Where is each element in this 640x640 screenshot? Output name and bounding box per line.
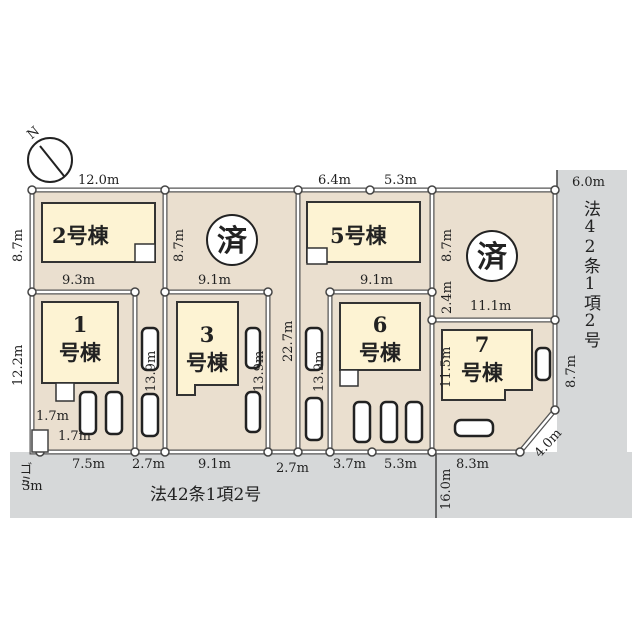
car-icon <box>304 396 324 442</box>
dim-label: 6.4m <box>318 173 351 188</box>
dim-label: 9.1m <box>198 273 231 288</box>
north-compass-icon: N <box>24 124 73 183</box>
building-5 <box>306 201 421 263</box>
dim-label: 13.9m <box>252 351 267 392</box>
dim-label: 12.2m <box>11 345 26 386</box>
dim-label: 13.9m <box>144 351 159 392</box>
dim-label: 22.7m <box>281 321 296 362</box>
car-icon <box>453 418 495 438</box>
building-1-label: 号棟 <box>59 340 102 365</box>
dim-label: 5.3m <box>384 457 417 472</box>
sold-mark-right <box>466 230 518 282</box>
building-3-number: 3 <box>200 322 215 347</box>
building-5-label: 5号棟 <box>330 223 388 248</box>
parking-cars <box>78 326 552 444</box>
garbage-size: 3m <box>22 479 43 494</box>
building-1-number: 1 <box>73 312 88 337</box>
dim-label: 8.7m <box>440 229 455 262</box>
road-right-label: 法42条1項2号 <box>580 200 601 349</box>
car-icon <box>352 400 372 444</box>
boundary-markers <box>27 185 560 457</box>
dim-label: 2.4m <box>440 281 455 314</box>
dim-label: 2.7m <box>276 461 309 476</box>
car-icon <box>379 400 399 444</box>
car-icon <box>534 346 552 382</box>
car-icon <box>78 390 98 436</box>
building-6-number: 6 <box>373 312 388 337</box>
building-7-number: 7 <box>475 332 490 357</box>
building-3-label: 号棟 <box>186 350 229 375</box>
dim-label: 16.0m <box>439 469 454 510</box>
dim-label: 8.3m <box>456 457 489 472</box>
dim-label: 12.0m <box>78 173 119 188</box>
car-icon <box>404 400 424 444</box>
dim-label: 5.3m <box>384 173 417 188</box>
dim-label: 9.1m <box>198 457 231 472</box>
car-icon <box>104 390 124 436</box>
entrance-1 <box>55 382 75 402</box>
garbage-station <box>31 429 49 453</box>
dim-label: 1.7m <box>58 429 91 444</box>
building-6 <box>339 302 421 371</box>
dim-label: 11.5m <box>439 347 454 388</box>
garbage-label: ゴミ <box>17 462 32 488</box>
sold-label-right: 済 <box>477 240 508 275</box>
car-icon <box>140 392 160 438</box>
dim-label: 1.7m <box>36 409 69 424</box>
dim-label: 8.7m <box>11 229 26 262</box>
entrance-2 <box>134 243 156 263</box>
dim-label: 9.1m <box>360 273 393 288</box>
building-3 <box>176 301 239 396</box>
sold-label-left: 済 <box>217 224 248 259</box>
road-bottom <box>10 452 632 518</box>
building-2-label: 2号棟 <box>52 223 110 248</box>
dim-label: 6.0m <box>572 175 605 190</box>
car-icon <box>244 326 262 370</box>
entrance-5 <box>306 247 328 265</box>
dim-label: 3.7m <box>333 457 366 472</box>
dim-label: 7.5m <box>72 457 105 472</box>
dim-label: 8.7m <box>172 229 187 262</box>
dim-label: 2.7m <box>132 457 165 472</box>
dim-label: 8.7m <box>564 355 579 388</box>
road-bottom-label: 法42条1項2号 <box>150 485 261 505</box>
road-right <box>557 170 627 518</box>
building-7 <box>441 329 533 401</box>
car-icon <box>140 326 160 372</box>
dim-label: 11.1m <box>470 299 511 314</box>
entrance-6 <box>339 369 359 387</box>
building-7-label: 号棟 <box>461 360 504 385</box>
car-icon <box>304 326 324 372</box>
building-1 <box>41 301 119 384</box>
dim-label: 9.3m <box>62 273 95 288</box>
dim-label: 13.9m <box>312 351 327 392</box>
sold-mark-left <box>206 214 258 266</box>
building-6-label: 号棟 <box>359 340 402 365</box>
car-icon <box>244 390 262 434</box>
